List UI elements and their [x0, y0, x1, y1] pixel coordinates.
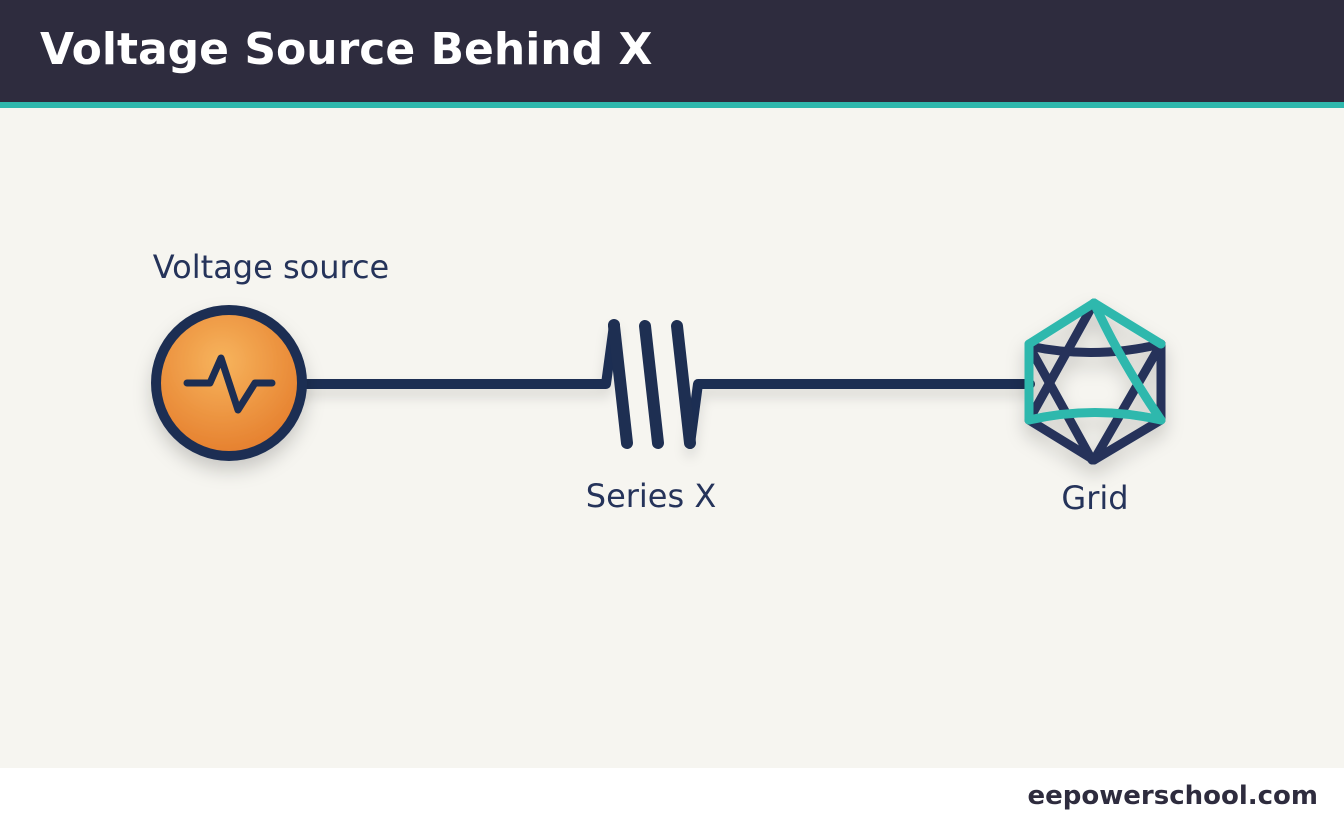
series-reactance-label: Series X — [586, 477, 717, 515]
footer-bar: eepowerschool.com — [0, 768, 1344, 825]
header-bar: Voltage Source Behind X — [0, 0, 1344, 102]
reactance-bar-1 — [608, 320, 633, 449]
voltage-source — [151, 305, 307, 461]
connection-wires — [295, 320, 1035, 449]
reactance-bar-2 — [639, 320, 664, 449]
grid-network-icon — [1024, 298, 1166, 465]
series-reactance-symbol — [608, 319, 696, 449]
ac-waveform-icon — [183, 354, 276, 414]
reactance-bar-3 — [671, 320, 696, 449]
header-accent-stripe — [0, 102, 1344, 108]
footer-brand: eepowerschool.com — [1027, 781, 1319, 811]
voltage-source-label: Voltage source — [153, 248, 389, 286]
grid-label: Grid — [1061, 479, 1128, 517]
page-title: Voltage Source Behind X — [40, 24, 653, 75]
